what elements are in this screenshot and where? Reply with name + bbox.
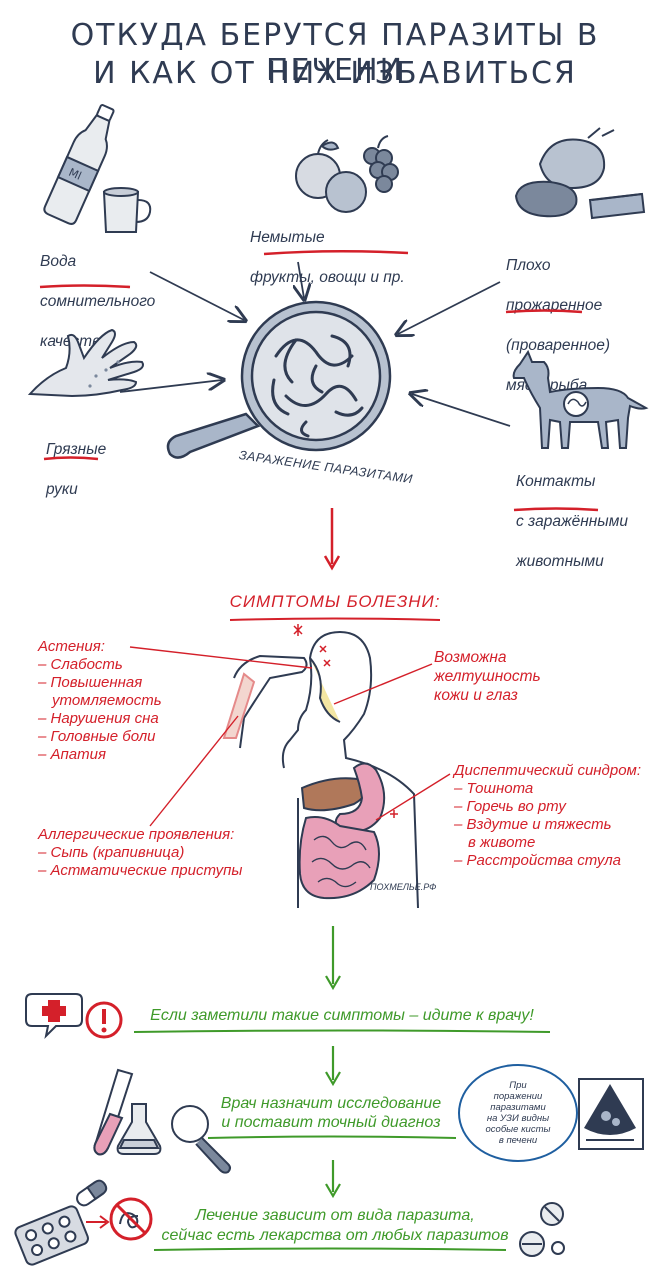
step-diagnosis-line-2: и поставит точный диагноз (221, 1114, 441, 1131)
asthenia-item-4: – Нарушения сна (38, 710, 159, 727)
fruits-underline (263, 249, 409, 256)
exclamation-icon (85, 1001, 123, 1039)
ultrasound-icon (578, 1078, 644, 1150)
magnifier-icon (166, 300, 392, 459)
arrow-water (149, 271, 244, 320)
step-treatment-line-1: Лечение зависит от вида паразита, (195, 1207, 475, 1224)
meat-line-1: Плохо (506, 257, 551, 274)
test-tube-icon (93, 1068, 231, 1174)
man-icon (222, 624, 419, 909)
meat-line-3: (проваренное) (506, 337, 611, 354)
step-treatment-underline (153, 1247, 507, 1251)
step-diagnosis-line-1: Врач назначит исследование (220, 1095, 442, 1112)
meat-underline (505, 309, 583, 314)
water-line-1: Вода (40, 253, 77, 270)
symptoms-heading-underline (229, 617, 441, 621)
red-arrow-down (323, 508, 341, 571)
arrow-animals (412, 394, 511, 427)
pointer-jaundice (333, 663, 433, 705)
green-arrows (325, 926, 341, 1199)
dyspeptic-block: Диспептический синдром: – Тошнота – Горе… (454, 762, 641, 870)
fruit-icon (295, 135, 399, 213)
title-line-2: И КАК ОТ НИХ ИЗБАВИТЬСЯ (93, 56, 577, 91)
first-aid-icon (25, 993, 83, 1040)
allergic-title: Аллергические проявления: (38, 826, 235, 843)
mug-icon (102, 187, 152, 233)
allergic-block: Аллергические проявления: – Сыпь (крапив… (38, 826, 242, 880)
water-line-2: сомнительного (40, 293, 156, 310)
dyspeptic-item-5: – Расстройства стула (454, 852, 622, 869)
no-parasite-icon (109, 1197, 153, 1241)
note-line-3: паразитами (490, 1102, 546, 1113)
animals-underline (513, 507, 599, 512)
tablet-icon (519, 1202, 565, 1257)
note-line-2: поражении (493, 1091, 543, 1102)
note-line-6: в печени (498, 1135, 538, 1146)
dyspeptic-item-3: – Вздутие и тяжесть (454, 816, 612, 833)
capsule-icon (76, 1179, 108, 1207)
pills-icon (14, 1179, 110, 1266)
pointer-dyspeptic (375, 773, 451, 821)
hands-line-1: Грязные (46, 441, 107, 458)
allergic-item-2: – Астматические приступы (38, 862, 243, 879)
arrow-meat (398, 281, 501, 334)
water-underline (39, 284, 131, 289)
dyspeptic-item-1: – Тошнота (454, 780, 534, 797)
note-line-5: особые кисты (485, 1124, 551, 1135)
source-arrows (119, 261, 511, 427)
asthenia-item-2: – Повышенная (38, 674, 143, 691)
note-line-4: на УЗИ видны (486, 1113, 550, 1124)
bottle-icon: Ml (43, 104, 115, 225)
title-line-1: ОТКУДА БЕРУТСЯ ПАРАЗИТЫ В ПЕЧЕНИ (70, 18, 600, 88)
animals-line-2: с заражёнными (516, 513, 628, 530)
svg-text:Ml: Ml (67, 166, 84, 183)
allergic-item-1: – Сыпь (крапивница) (38, 844, 185, 861)
jaundice-block: Возможна желтушность кожи и глаз (434, 648, 541, 705)
jaundice-line-3: кожи и глаз (434, 687, 518, 704)
step-diagnosis: Врач назначит исследование и поставит то… (196, 1094, 466, 1132)
asthenia-item-3: утомляемость (52, 692, 162, 709)
step-treatment-line-2: сейчас есть лекарства от любых паразитов (161, 1227, 509, 1244)
fruits-line-2: фрукты, овощи и пр. (250, 269, 405, 286)
step-doctor-underline (133, 1029, 551, 1033)
step-treatment: Лечение зависит от вида паразита, сейчас… (150, 1206, 520, 1246)
ultrasound-note: При поражении паразитами на УЗИ видны ос… (458, 1064, 578, 1162)
dyspeptic-item-2: – Горечь во рту (454, 798, 566, 815)
meat-icon (514, 127, 646, 220)
hands-line-2: руки (46, 481, 78, 498)
fruits-line-1: Немытые (250, 229, 325, 246)
dyspeptic-item-4: в животе (468, 834, 536, 851)
hand-icon (27, 328, 144, 398)
symptoms-heading: СИМПТОМЫ БОЛЕЗНИ: (229, 592, 441, 611)
asthenia-block: Астения: – Слабость – Повышенная утомляе… (38, 638, 162, 764)
arrow-fruits (298, 261, 304, 298)
animals-line-1: Контакты (516, 473, 596, 490)
step-diagnosis-underline (207, 1135, 457, 1139)
arrow-hands (119, 380, 222, 393)
hands-underline (43, 456, 99, 461)
dyspeptic-title: Диспептический синдром: (454, 762, 641, 779)
watermark: ПОХМЕЛЬЕ.РФ (370, 882, 437, 892)
asthenia-item-1: – Слабость (38, 656, 123, 673)
asthenia-title: Астения: (38, 638, 105, 655)
animals-line-3: животными (516, 553, 604, 570)
pointer-allergic (149, 715, 239, 827)
asthenia-item-6: – Апатия (38, 746, 106, 763)
symptom-pointers (129, 646, 451, 827)
step-doctor: Если заметили такие симптомы – идите к в… (150, 1007, 534, 1024)
note-line-1: При (509, 1080, 527, 1091)
jaundice-line-2: желтушность (434, 668, 541, 685)
jaundice-line-1: Возможна (434, 649, 507, 666)
asthenia-item-5: – Головные боли (38, 728, 156, 745)
pointer-asthenia (129, 646, 313, 669)
dog-icon (512, 349, 649, 449)
